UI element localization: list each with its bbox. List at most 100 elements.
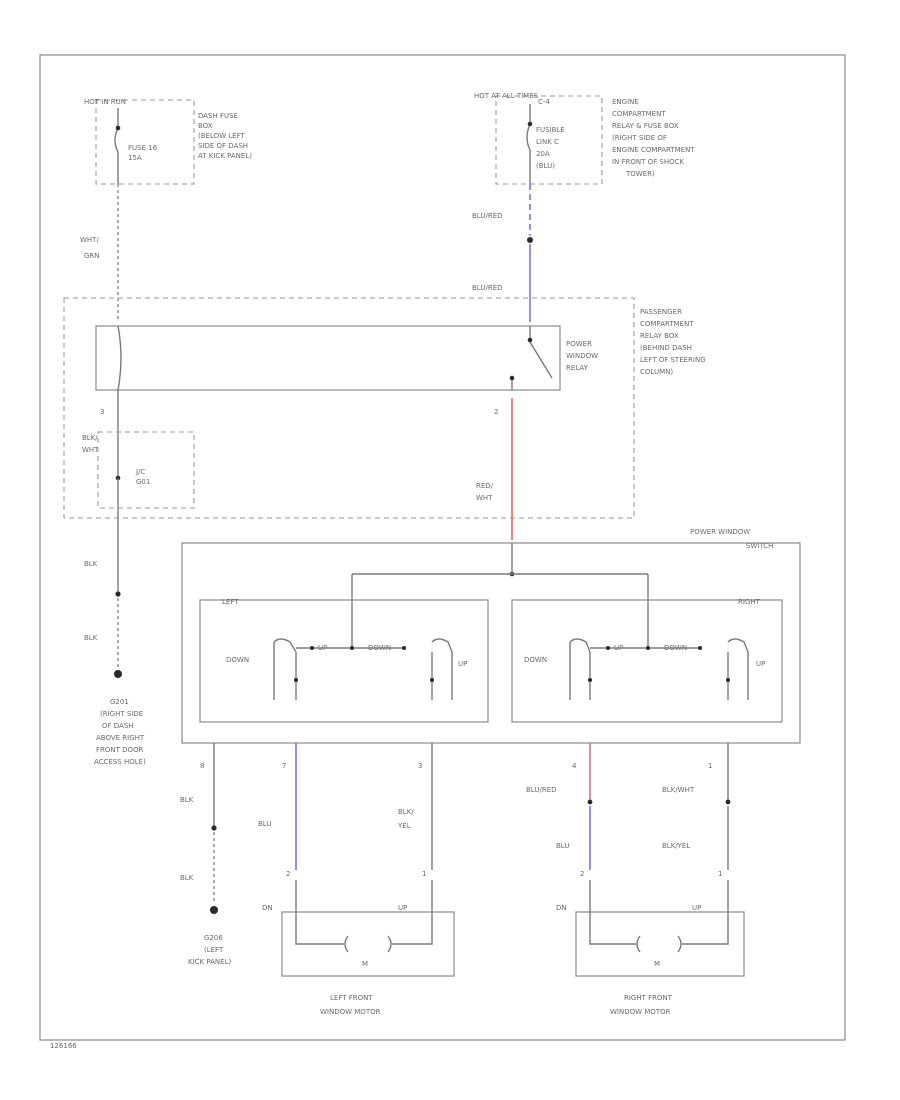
relay-label-3: RELAY xyxy=(566,364,589,372)
engine-box-line-7: TOWER) xyxy=(625,170,655,178)
fusible-link-line-2: LINK C xyxy=(536,138,559,146)
relay-box-line-3: RELAY BOX xyxy=(640,332,679,340)
left-switch-contacts xyxy=(273,638,453,700)
relay-label-2: WINDOW xyxy=(566,352,598,360)
right-motor-m: M xyxy=(654,960,660,968)
right-down-node xyxy=(698,646,702,650)
right-motor-up: UP xyxy=(692,904,701,912)
switch-title-1: POWER WINDOW xyxy=(690,528,750,536)
g201-line-1: G201 xyxy=(110,698,129,706)
switch-title-2: SWITCH xyxy=(746,542,773,550)
left-down-node xyxy=(402,646,406,650)
left-motor-caption-2: WINDOW MOTOR xyxy=(320,1008,381,1016)
diagram-frame xyxy=(39,54,846,1041)
right-switch-section xyxy=(511,599,783,723)
g201-line-4: ABOVE RIGHT xyxy=(96,734,145,742)
blk-wht-connector-right xyxy=(725,799,731,805)
blu-red-label-mid: BLU/RED xyxy=(472,284,503,292)
relay-label-1: POWER xyxy=(566,340,592,348)
engine-box-line-2: COMPARTMENT xyxy=(612,110,666,118)
fusible-link-line-3: 20A xyxy=(536,150,550,158)
red-wht-label-2: WHT xyxy=(476,494,493,502)
hot-in-run-label: HOT IN RUN xyxy=(84,98,126,106)
blu-label-right: BLU xyxy=(556,842,569,850)
relay-box-line-6: COLUMN) xyxy=(640,368,673,376)
wht-grn-label-2: GRN xyxy=(84,252,100,260)
power-window-switch xyxy=(181,542,801,744)
engine-box-line-6: IN FRONT OF SHOCK xyxy=(612,158,685,166)
ground-g201-symbol xyxy=(114,670,122,678)
dash-fuse-box-line-3: (BELOW LEFT xyxy=(198,132,245,140)
left-up-label: UP xyxy=(458,660,467,668)
sw-pin-right-b: 1 xyxy=(708,762,712,770)
fuse-16-line-2: 15A xyxy=(128,154,142,162)
blk-wht-label-right: BLK/WHT xyxy=(662,786,695,794)
right-switch-contacts xyxy=(569,638,749,700)
motor-left-pin-a: 2 xyxy=(286,870,290,878)
diagram-code: 126166 xyxy=(50,1042,77,1050)
hot-at-all-times-label: HOT AT ALL TIMES xyxy=(474,92,539,100)
jc-label-1: J/C xyxy=(135,468,145,476)
fusible-link-line-1: FUSIBLE xyxy=(536,126,565,134)
left-motor-up: UP xyxy=(398,904,407,912)
blk-connector-bottom xyxy=(211,825,217,831)
left-contact-a-node xyxy=(294,678,298,682)
left-up-node xyxy=(310,646,314,650)
engine-fuse-box xyxy=(495,95,603,185)
relay-box-line-5: LEFT OF STEERING xyxy=(640,356,706,364)
left-down-label: DOWN xyxy=(226,656,249,664)
blk-label-3: BLK xyxy=(180,796,194,804)
right-front-window-motor xyxy=(575,911,745,977)
blk-wht-label-2: WHT xyxy=(82,446,99,454)
sw-pin-left-gnd: 8 xyxy=(200,762,204,770)
dash-fuse-box-line-1: DASH FUSE xyxy=(198,112,238,120)
g201-line-2: (RIGHT SIDE xyxy=(100,710,143,718)
engine-box-line-5: ENGINE COMPARTMENT xyxy=(612,146,695,154)
left-switch-section xyxy=(199,599,489,723)
g201-line-6: ACCESS HOLE) xyxy=(94,758,146,766)
red-wht-label-1: RED/ xyxy=(476,482,494,490)
fuse-16-line-1: FUSE 16 xyxy=(128,144,158,152)
right-motor-dn: DN xyxy=(556,904,567,912)
right-up-label: UP xyxy=(756,660,765,668)
blu-red-connector-top xyxy=(527,237,533,243)
g206-line-2: (LEFT xyxy=(204,946,224,954)
relay-box-line-1: PASSENGER xyxy=(640,308,682,316)
left-motor-dn: DN xyxy=(262,904,273,912)
engine-box-line-4: (RIGHT SIDE OF xyxy=(612,134,667,142)
dash-fuse-box-line-2: BOX xyxy=(198,122,213,130)
wht-grn-label-1: WHT/ xyxy=(80,236,99,244)
ground-g206-symbol xyxy=(210,906,218,914)
right-contact-a-node xyxy=(588,678,592,682)
engine-box-line-1: ENGINE xyxy=(612,98,639,106)
g206-line-3: KICK PANEL) xyxy=(188,958,231,966)
right-motor-symbol xyxy=(636,935,682,953)
left-motor-circuit xyxy=(295,880,433,945)
relay-coil xyxy=(117,325,122,391)
power-window-relay xyxy=(95,325,561,391)
fuse-16-top-node xyxy=(115,125,121,131)
relay-contact-node-top xyxy=(527,337,533,343)
engine-box-line-3: RELAY & FUSE BOX xyxy=(612,122,679,130)
right-bus-node xyxy=(646,646,650,650)
jc-label-2: G01 xyxy=(136,478,150,486)
blk-yel-left-label-1: BLK/ xyxy=(398,808,414,816)
switch-bus xyxy=(351,543,649,648)
blu-red-connector-right xyxy=(587,799,593,805)
left-motor-caption-1: LEFT FRONT xyxy=(330,994,373,1002)
sw-pin-left-a: 7 xyxy=(282,762,286,770)
sw-pin-right-a: 4 xyxy=(572,762,577,770)
fusible-link-line-4: (BLU) xyxy=(536,162,555,170)
left-motor-symbol xyxy=(344,935,392,953)
sw-pin-left-b: 3 xyxy=(418,762,422,770)
relay-box-line-4: (BEHIND DASH xyxy=(640,344,692,352)
blu-red-label-right: BLU/RED xyxy=(526,786,557,794)
right-down-label: DOWN xyxy=(524,656,547,664)
blk-label-2: BLK xyxy=(84,634,98,642)
blk-connector-left xyxy=(115,591,121,597)
left-section-title: LEFT xyxy=(222,598,239,606)
dash-fuse-box-line-5: AT KICK PANEL) xyxy=(198,152,252,160)
blk-yel-left-label-2: YEL xyxy=(397,822,411,830)
g201-line-5: FRONT DOOR xyxy=(96,746,144,754)
